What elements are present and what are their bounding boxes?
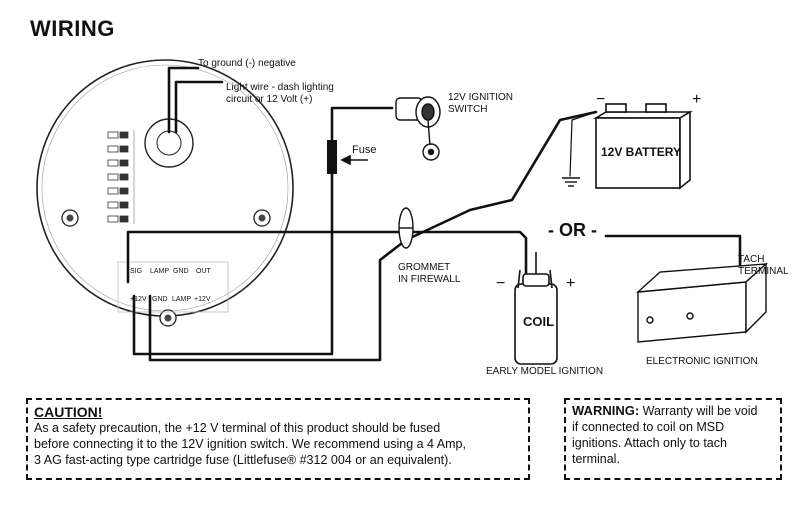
mounting-stud-left	[61, 209, 79, 227]
fuse-arrow	[340, 154, 368, 166]
terminal-label: OUT	[196, 268, 211, 275]
terminal-label: +12V	[194, 296, 211, 303]
ground-symbol-icon	[562, 177, 580, 187]
ignition-switch-label-2: SWITCH	[448, 104, 488, 115]
battery-ground-lead	[569, 111, 597, 177]
caution-heading: CAUTION!	[34, 404, 103, 420]
terminal-label: SIG	[130, 268, 143, 275]
grommet-label-2: IN FIREWALL	[398, 274, 461, 285]
tach-terminal-label-2: TERMINAL	[738, 266, 789, 277]
early-ignition-label: EARLY MODEL IGNITION	[486, 366, 604, 377]
mounting-stud-right	[253, 209, 271, 227]
terminal-label: GND	[152, 296, 168, 303]
or-label: - OR -	[548, 220, 597, 240]
sig-wire	[126, 230, 528, 284]
terminal-label: +12V	[130, 296, 147, 303]
terminal-label: LAMP	[150, 268, 170, 275]
coil-label: COIL	[523, 314, 555, 329]
gauge	[36, 59, 294, 327]
terminal-label: LAMP	[172, 296, 192, 303]
terminal-label: GND	[173, 268, 189, 275]
tach-terminal-label-1: TACH	[738, 254, 765, 265]
caution-line: As a safety precaution, the +12 V termin…	[34, 421, 441, 435]
battery	[593, 103, 693, 190]
coil-negative-label: −	[496, 275, 506, 292]
grommet	[398, 207, 414, 249]
fuse	[327, 140, 337, 174]
ignition-feed-wire	[132, 106, 394, 356]
grommet-label-1: GROMMET	[398, 262, 451, 273]
battery-label: 12V BATTERY	[601, 145, 682, 159]
electronic-ignition-box	[635, 262, 768, 343]
ground-wire-label: To ground (-) negative	[198, 58, 296, 69]
coil	[514, 252, 558, 365]
caution-line: 3 AG fast-acting type cartridge fuse (Li…	[34, 453, 452, 467]
warning-heading: WARNING:	[572, 403, 640, 418]
page-title: WIRING	[30, 16, 115, 41]
warning-line: if connected to coil on MSD	[572, 420, 725, 434]
terminal-strip	[117, 261, 229, 313]
caution-box: CAUTION! As a safety precaution, the +12…	[26, 398, 530, 480]
ignition-switch-label-1: 12V IGNITION	[448, 92, 514, 103]
ignition-switch	[395, 96, 441, 161]
mounting-stud-bottom	[159, 309, 177, 327]
warning-line: ignitions. Attach only to tach	[572, 436, 727, 450]
warning-box: WARNING: Warranty will be void if connec…	[564, 398, 782, 480]
coil-positive-label: +	[566, 275, 576, 292]
caution-line: before connecting it to the 12V ignition…	[34, 437, 466, 451]
light-wire-label-1: Light wire - dash lighting	[226, 82, 334, 93]
battery-positive-label: +	[692, 91, 702, 108]
ground-wire	[167, 66, 200, 134]
dip-switch-bank	[107, 130, 135, 224]
warning-line: Warranty will be void	[639, 404, 758, 418]
light-wire-label-2: circuit or 12 Volt (+)	[226, 94, 313, 105]
fuse-label: Fuse	[352, 144, 377, 156]
battery-negative-label: −	[596, 91, 606, 108]
warning-line: terminal.	[572, 452, 620, 466]
electronic-ignition-label: ELECTRONIC IGNITION	[646, 356, 758, 367]
light-wire	[174, 80, 224, 134]
